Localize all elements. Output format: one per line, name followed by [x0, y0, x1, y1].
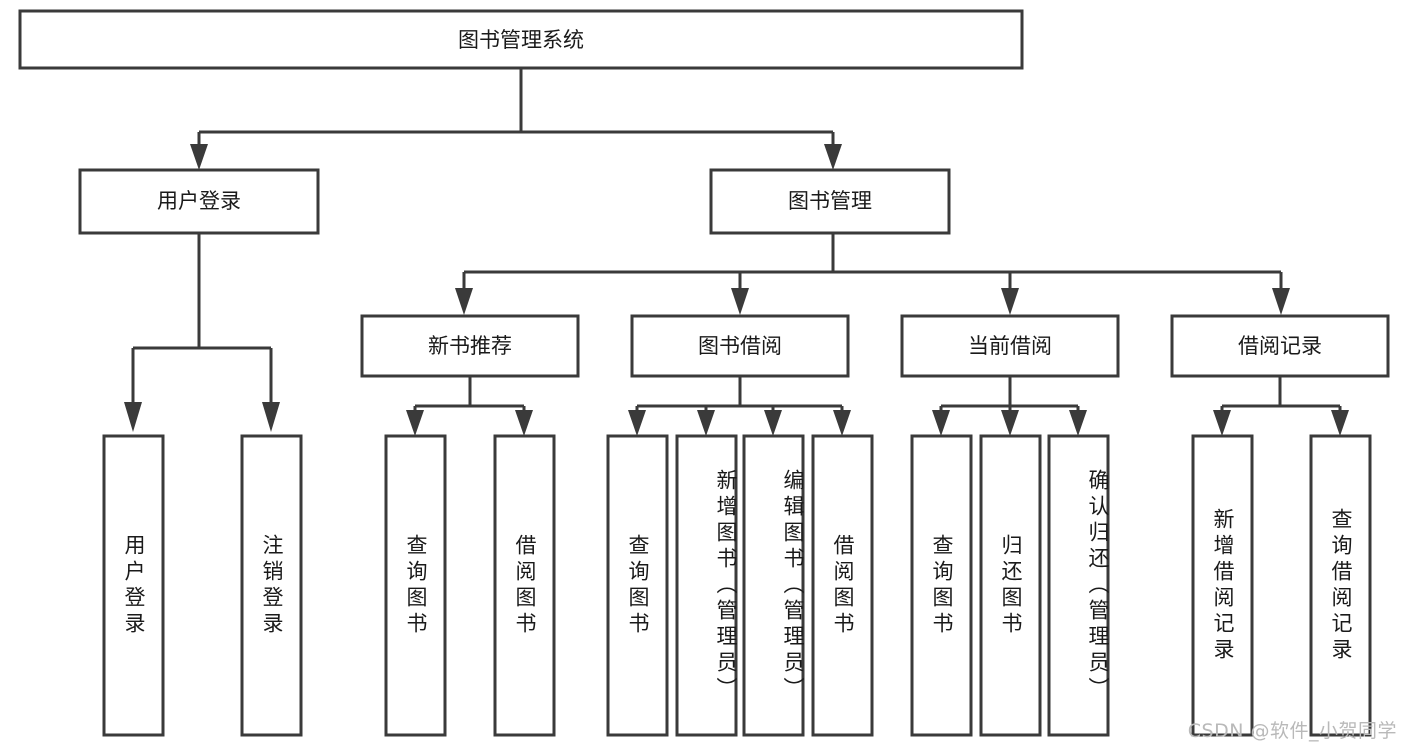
leaf-box-current-borrow-2[interactable] [979, 434, 1042, 737]
node-book-borrow-label: 图书借阅 [698, 334, 782, 358]
connector-currentborrow-to-leaves [932, 376, 1087, 436]
node-new-book-recommend-label: 新书推荐 [428, 334, 512, 358]
node-new-book-recommend[interactable]: 新书推荐 [360, 314, 580, 378]
node-root[interactable]: 图书管理系统 [18, 9, 1024, 70]
leaf-box-book-borrow-2[interactable] [675, 434, 738, 737]
node-book-borrow[interactable]: 图书借阅 [630, 314, 850, 378]
connector-borrowrecord-to-leaves [1213, 376, 1349, 436]
connector-userlogin-to-leaves [124, 233, 280, 432]
leaf-box-borrow-record-1[interactable] [1191, 434, 1254, 737]
leaf-box-new-book-1[interactable] [384, 434, 447, 737]
connector-bookborrow-to-leaves [628, 376, 851, 436]
node-book-management[interactable]: 图书管理 [709, 168, 951, 235]
leaf-box-current-borrow-3[interactable] [1047, 434, 1110, 737]
node-user-login-label: 用户登录 [157, 189, 241, 213]
node-borrow-record[interactable]: 借阅记录 [1170, 314, 1390, 378]
watermark-text: CSDN @软件_小贺同学 [1187, 720, 1397, 742]
node-book-management-label: 图书管理 [788, 189, 872, 213]
leaf-box-user-login-1[interactable] [102, 434, 165, 737]
connector-root-to-level2 [190, 68, 842, 170]
leaf-box-borrow-record-2[interactable] [1309, 434, 1372, 737]
node-current-borrow[interactable]: 当前借阅 [900, 314, 1120, 378]
node-user-login[interactable]: 用户登录 [78, 168, 320, 235]
leaf-box-user-login-2[interactable] [240, 434, 303, 737]
node-borrow-record-label: 借阅记录 [1238, 334, 1322, 358]
node-root-label: 图书管理系统 [458, 28, 584, 52]
leaf-box-book-borrow-3[interactable] [742, 434, 805, 737]
leaf-box-current-borrow-1[interactable] [910, 434, 973, 737]
connector-newbook-to-leaves [406, 376, 533, 436]
node-current-borrow-label: 当前借阅 [968, 334, 1052, 358]
connector-bookmgmt-to-level3 [455, 233, 1290, 315]
leaf-box-book-borrow-1[interactable] [606, 434, 669, 737]
leaf-box-new-book-2[interactable] [493, 434, 556, 737]
leaf-box-book-borrow-4[interactable] [811, 434, 874, 737]
